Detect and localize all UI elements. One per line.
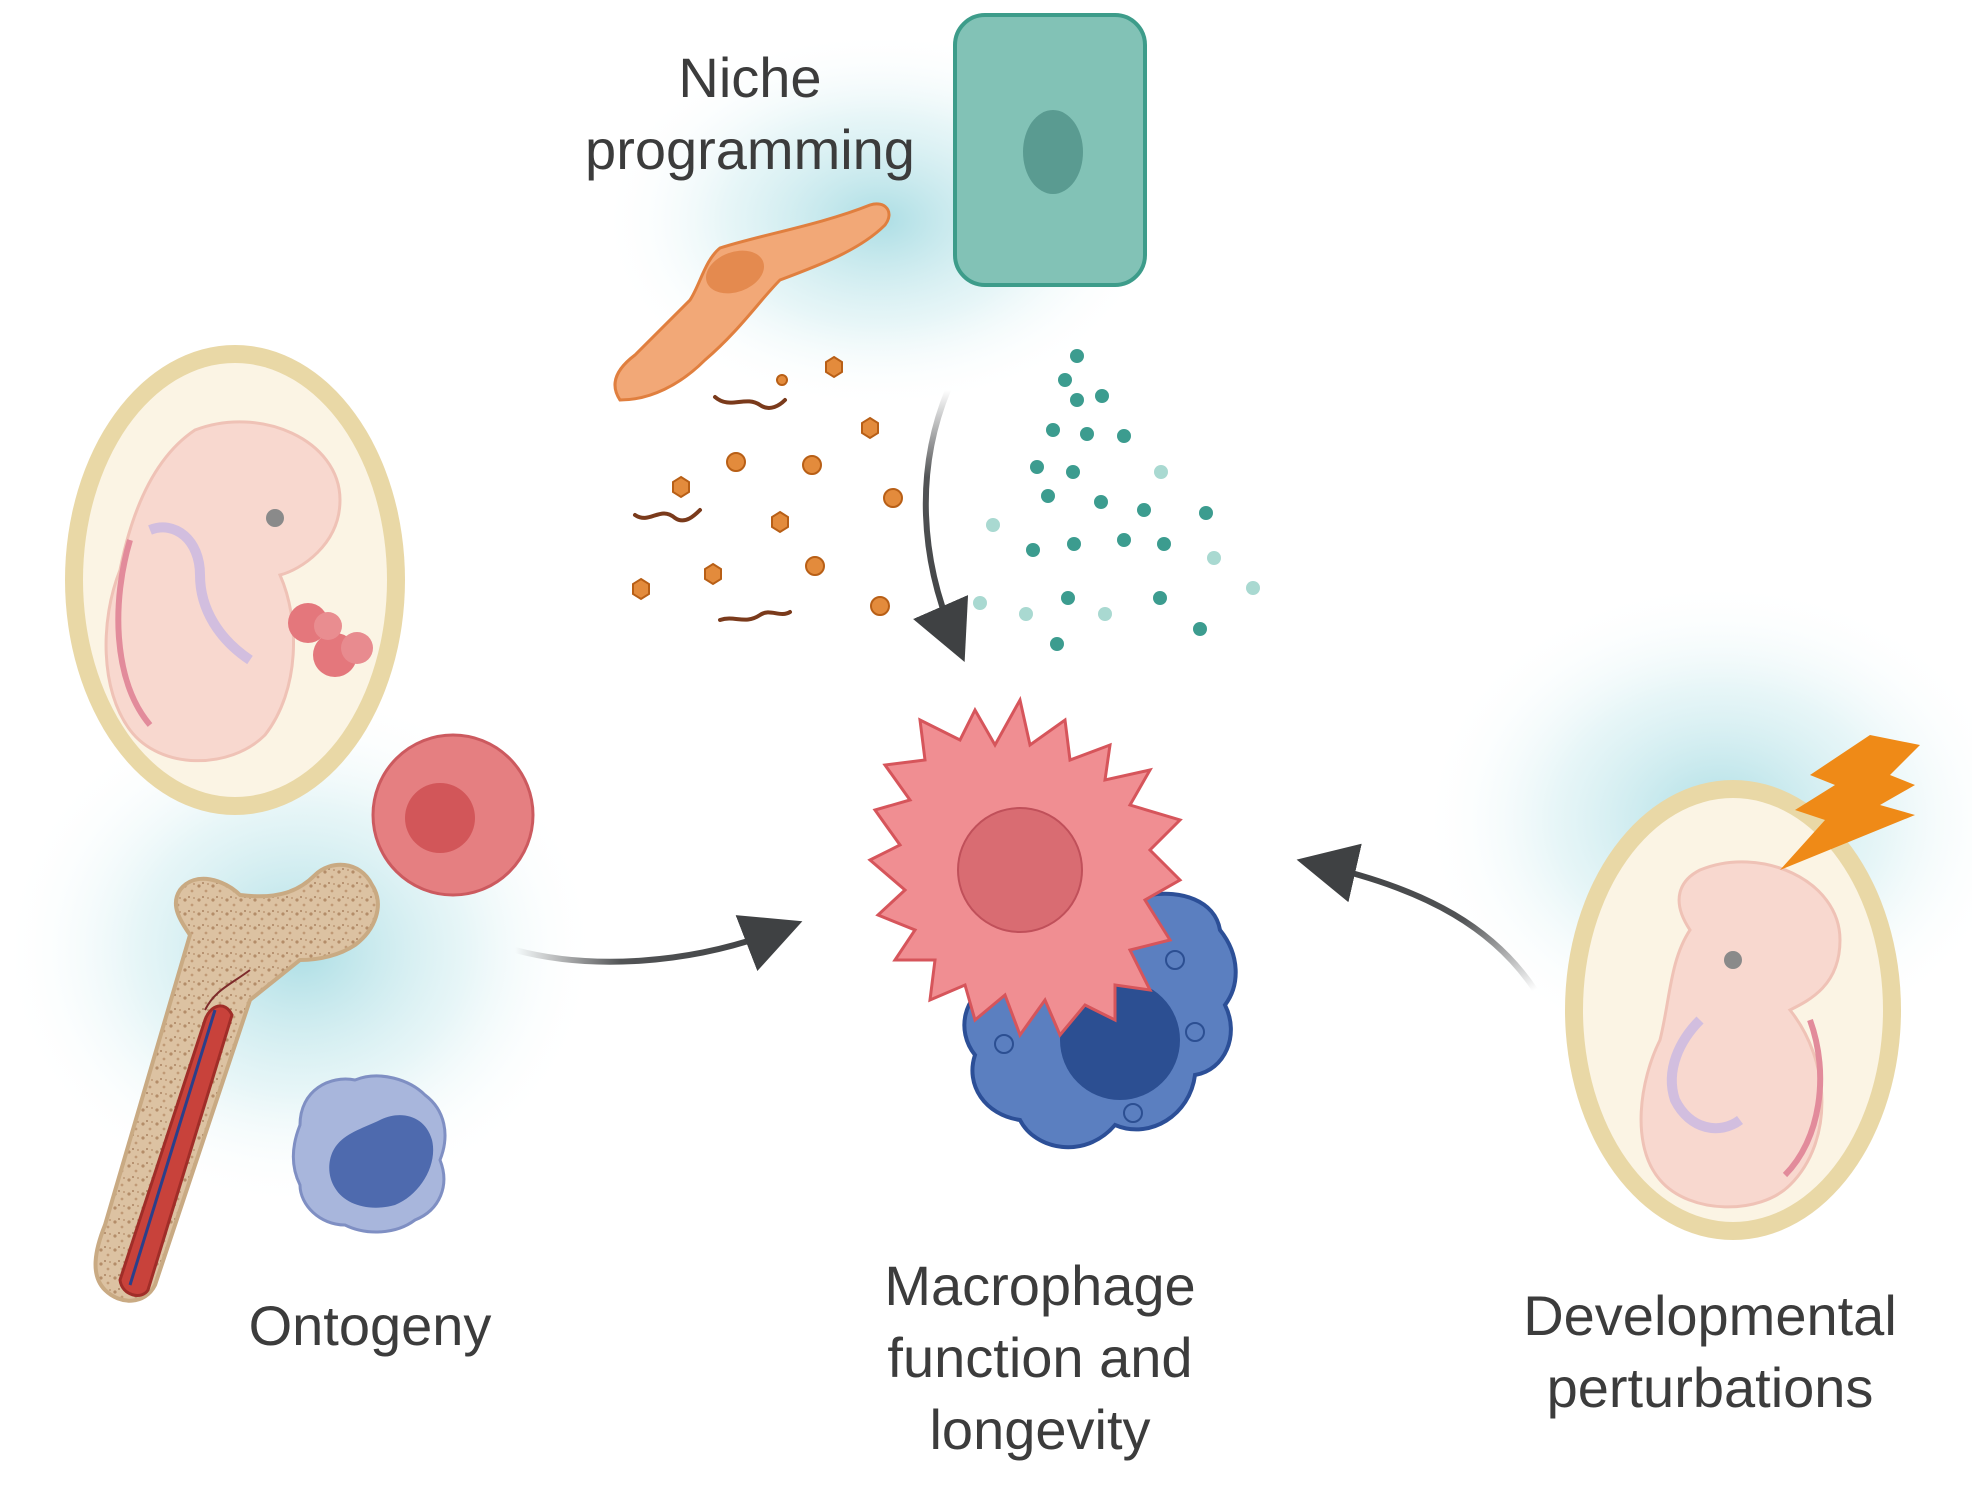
macrophage-label-line-3: longevity [929, 1398, 1151, 1461]
arrow-perturbation-to-macrophage [1296, 843, 1538, 993]
macrophage-label: Macrophage function and longevity [830, 1250, 1250, 1466]
niche-programming-label: Niche programming [530, 42, 970, 186]
niche-label-line-1: Niche [678, 46, 822, 109]
developmental-perturbations-label: Developmental perturbations [1470, 1280, 1950, 1424]
epithelial-cell-icon [953, 13, 1147, 287]
bone-marrow-icon [93, 862, 380, 1303]
developmental-label-line-2: perturbations [1546, 1356, 1874, 1419]
arrows [512, 387, 1538, 993]
macrophage-label-line-2: function and [887, 1326, 1193, 1389]
ontogeny-label: Ontogeny [200, 1290, 540, 1362]
developmental-label-line-1: Developmental [1523, 1284, 1897, 1347]
macrophage-label-line-1: Macrophage [884, 1254, 1196, 1317]
fibroblast-cell-icon [613, 202, 891, 402]
ontogeny-label-text: Ontogeny [248, 1294, 492, 1357]
embryo-in-egg-icon [1565, 780, 1901, 1240]
embryo-in-egg-icon [65, 345, 405, 815]
monocyte-icon [291, 1074, 447, 1234]
signal-molecules-icon [632, 349, 1260, 651]
arrow-ontogeny-to-macrophage [512, 915, 803, 972]
erythroid-progenitor-icon [371, 733, 535, 897]
niche-label-line-2: programming [585, 118, 915, 181]
arrow-niche-to-macrophage [913, 387, 969, 662]
lightning-bolt-icon [1780, 735, 1920, 870]
macrophage-icon [867, 695, 1238, 1150]
